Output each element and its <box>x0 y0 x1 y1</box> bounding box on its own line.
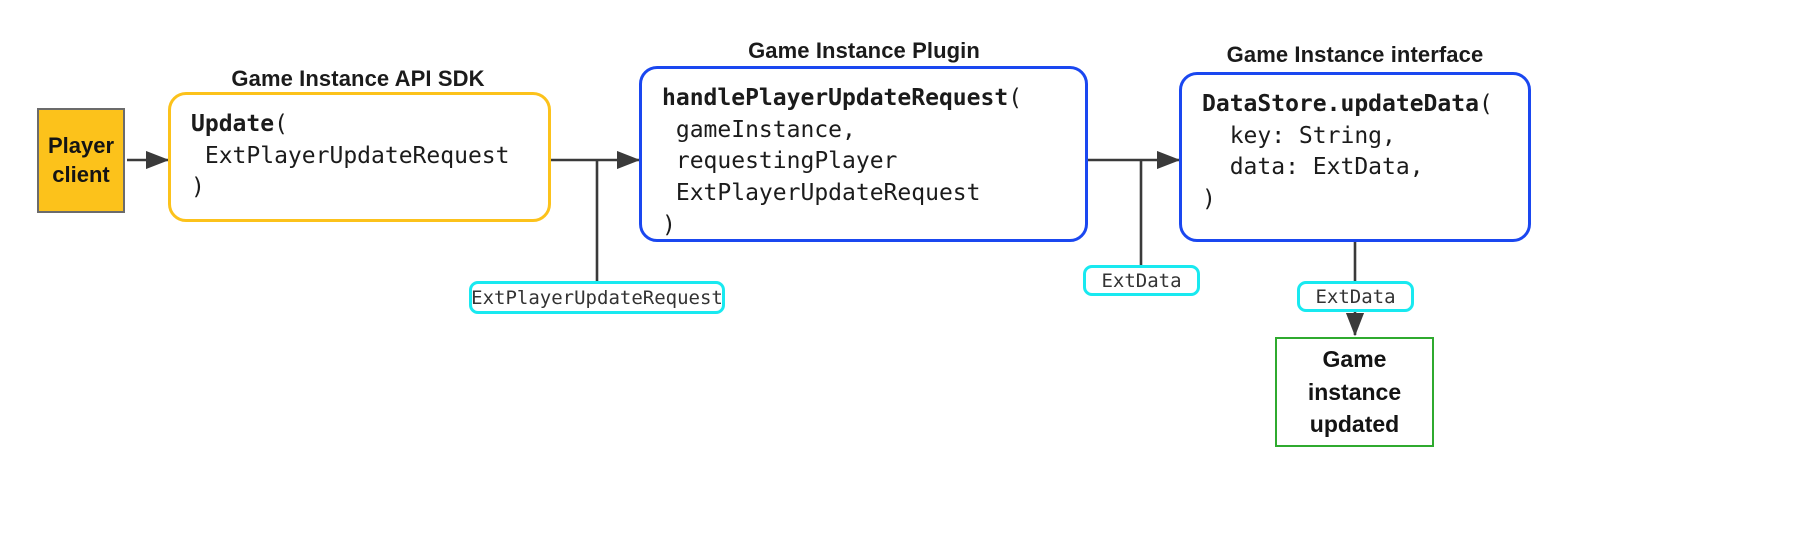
plugin-signature-line: handlePlayerUpdateRequest( <box>662 83 1069 115</box>
game-instance-updated-label: Game instance updated <box>1308 343 1401 441</box>
plugin-param-line-0: gameInstance, <box>662 116 856 143</box>
sdk-param-line-0: ExtPlayerUpdateRequest <box>191 142 510 169</box>
plugin-param-line-2: ExtPlayerUpdateRequest <box>662 180 981 207</box>
result-line2: instance <box>1307 378 1402 405</box>
game-instance-updated-box[interactable]: Game instance updated <box>1275 337 1434 447</box>
interface-signature-line: DataStore.updateData( <box>1202 89 1512 121</box>
payload-label-ext-player-update-request[interactable]: ExtPlayerUpdateRequest <box>469 281 725 314</box>
result-line1: Game <box>1322 346 1387 373</box>
player-client-box[interactable]: Player client <box>37 108 125 213</box>
plugin-param-line-3: ) <box>662 211 676 238</box>
player-client-line2: client <box>52 161 110 187</box>
payload-label-extdata-interface[interactable]: ExtData <box>1297 281 1414 312</box>
plugin-method-name: handlePlayerUpdateRequest <box>662 85 1009 111</box>
sdk-method-name: Update <box>191 111 275 137</box>
interface-param-line-2: ) <box>1202 186 1216 213</box>
plugin-param-line-1: requestingPlayer <box>662 148 898 175</box>
plugin-open-paren: ( <box>1008 85 1023 111</box>
interface-method-name: DataStore.updateData <box>1202 91 1479 117</box>
payload-label-text: ExtPlayerUpdateRequest <box>471 286 723 309</box>
sdk-open-paren: ( <box>274 111 288 137</box>
interface-param-line-0: key: String, <box>1202 122 1396 149</box>
player-client-line1: Player <box>47 133 115 159</box>
plugin-code-box[interactable]: handlePlayerUpdateRequest( gameInstance,… <box>639 66 1088 242</box>
payload-label-extdata-plugin[interactable]: ExtData <box>1083 265 1200 296</box>
group-title-plugin: Game Instance Plugin <box>748 38 980 63</box>
interface-code-box[interactable]: DataStore.updateData( key: String, data:… <box>1179 72 1531 242</box>
payload-label-text: ExtData <box>1101 269 1182 292</box>
group-title-sdk: Game Instance API SDK <box>231 66 485 91</box>
payload-label-text: ExtData <box>1315 285 1396 308</box>
interface-open-paren: ( <box>1478 91 1493 117</box>
player-client-label: Player client <box>48 132 114 188</box>
sdk-code-box[interactable]: Update( ExtPlayerUpdateRequest ) <box>168 92 551 222</box>
sdk-param-line-1: ) <box>191 174 205 201</box>
group-title-interface: Game Instance interface <box>1226 42 1484 67</box>
result-line3: updated <box>1309 411 1400 438</box>
sdk-signature-line: Update( <box>191 109 532 141</box>
interface-param-line-1: data: ExtData, <box>1202 154 1424 181</box>
